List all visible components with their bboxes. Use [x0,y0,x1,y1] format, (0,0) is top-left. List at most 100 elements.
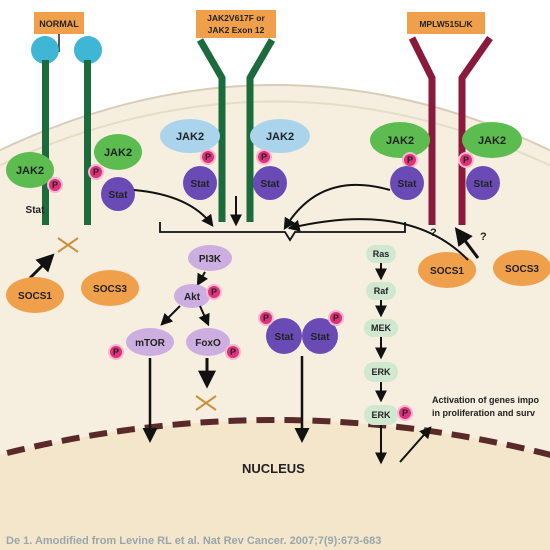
pi3k-node [188,245,232,271]
socs1-to-normal-arrow [28,253,55,280]
label-mpl: MPLW515L/K [419,19,473,29]
dimer-stat-right-label: Stat [311,332,331,343]
akt-to-foxo-arrow [198,305,210,327]
normal-phospho-left [47,177,63,193]
mut-jak2-right-label: JAK2 [266,131,294,143]
nucleus-label: NUCLEUS [242,461,305,476]
normal-stat-left-label: Stat [26,205,46,216]
dimer-phospho-right [328,310,344,326]
mut-stat-left [183,166,217,200]
label-normal: NORMAL [39,19,79,29]
akt-node [174,284,210,308]
normal-socs1 [6,277,64,313]
akt-to-mtor-arrow [160,305,181,326]
caption-strip [0,522,550,550]
normal-socs3-label: SOCS3 [93,284,127,295]
erk-node [364,362,398,382]
nuclear-membrane [0,417,550,458]
mpl-jak2-left-label: JAK2 [386,135,414,147]
mpl-phospho-right [458,152,474,168]
foxo-label: FoxO [195,338,221,349]
mpl-stat-left-label: Stat [398,179,418,190]
mpl-socs3-label: SOCS3 [505,264,539,275]
erk-phospho-label: P [402,408,408,418]
raf-node [366,282,396,300]
activation-arrow [399,426,432,463]
mut-stat-right [253,166,287,200]
mut-phospho-left [200,149,216,165]
normal-phospho-right-label: P [93,167,99,177]
normal-stat-to-bracket-arrow [133,189,214,227]
mpl-stat-left [390,166,424,200]
mpl-stat-right-label: Stat [474,179,494,190]
figure-caption: De 1. Amodified from Levine RL et al. Na… [6,535,381,547]
mpl-socs1 [418,252,476,288]
raf-label: Raf [374,286,390,296]
activation-text-line2: in proliferation and surv [432,408,535,418]
ras-label: Ras [373,249,390,259]
foxo-phospho-label: P [230,347,236,357]
normal-stat-right [101,177,135,211]
mut-jak2-right [250,119,310,153]
akt-label: Akt [184,292,201,303]
foxo-phospho [225,344,241,360]
dimer-stat-right [302,318,338,354]
label-jak2-mutant-line2: JAK2 Exon 12 [208,25,265,35]
socs-to-mpl-arrow [454,227,480,259]
mek-label: MEK [371,323,392,333]
foxo-inhibition-cross [195,395,217,411]
mut-phospho-left-label: P [205,152,211,162]
mpl-question-right: ? [480,231,487,243]
mut-phospho-right-label: P [261,152,267,162]
mut-phospho-right [256,149,272,165]
normal-jak2-left-label: JAK2 [16,165,44,177]
mek-node [364,319,398,337]
normal-jak2-right-label: JAK2 [104,147,132,159]
mtor-label: mTOR [135,338,166,349]
mpl-phospho-right-label: P [463,155,469,165]
normal-receptor [31,36,102,225]
dimer-phospho-right-label: P [333,313,339,323]
normal-socs1-label: SOCS1 [18,291,52,302]
label-box-normal [34,12,84,34]
mpl-socs1-label: SOCS1 [430,266,464,277]
akt-phospho-label: P [211,287,217,297]
mpl-phospho-left-label: P [407,155,413,165]
mpl-jak2-left [370,122,430,158]
perk-node [364,405,398,425]
foxo-node [186,328,230,356]
dimer-stat-left [266,318,302,354]
mpl-question-left: ? [430,227,437,239]
nucleus-region [0,420,550,550]
activation-text-line1: Activation of genes impo [432,395,540,405]
mpl-jak2-right [462,122,522,158]
normal-jak2-right [94,134,142,170]
normal-jak2-left [6,152,54,188]
dimer-stat-left-label: Stat [275,332,295,343]
erk-label: ERK [371,367,391,377]
normal-phospho-right [88,164,104,180]
mpl-jak2-right-label: JAK2 [478,135,506,147]
akt-phospho [206,284,222,300]
mtor-phospho-label: P [113,347,119,357]
mpl-stat-to-bracket-arrow-upper [283,183,391,231]
mpl-mutant-receptor [408,35,493,225]
perk-label: ERK [371,410,391,420]
signaling-brace [159,222,406,242]
erk-phospho [397,405,413,421]
pi3k-to-akt-arrow [196,271,209,287]
dimer-phospho-left-label: P [263,313,269,323]
mpl-socs3 [493,250,550,286]
jak2-mutant-receptor [196,38,276,222]
mpl-stat-to-bracket-arrow-lower [287,218,469,261]
mtor-node [126,328,174,356]
label-box-mpl [407,12,485,34]
mut-stat-left-label: Stat [191,179,211,190]
mut-jak2-left [160,119,220,153]
normal-phospho-left-label: P [52,180,58,190]
normal-stat-right-label: Stat [109,190,129,201]
label-jak2-mutant-line1: JAK2V617F or [207,13,265,23]
pi3k-label: PI3K [199,254,222,265]
